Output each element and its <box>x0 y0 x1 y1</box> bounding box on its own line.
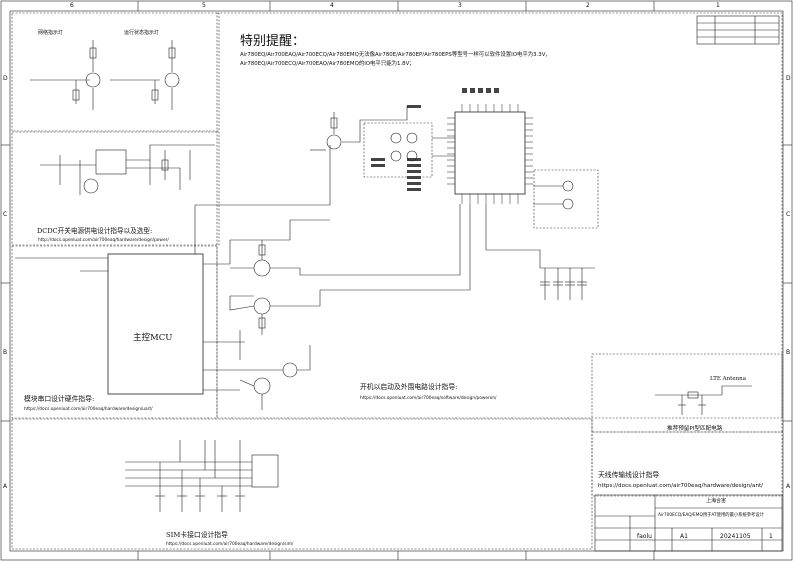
row-label: B <box>786 349 791 356</box>
title-company: 上海合宙 <box>706 498 727 504</box>
title-size: A1 <box>680 533 688 540</box>
module-chip <box>454 111 526 195</box>
title-block <box>594 494 783 552</box>
power-url: https://docs.openluat.com/air700eaq/soft… <box>360 396 497 401</box>
antenna-section-box <box>591 353 783 433</box>
column-label: 5 <box>202 2 206 9</box>
row-label: B <box>3 349 8 356</box>
title-author: faolu <box>637 533 652 540</box>
status-led-label: 运行状态指示灯 <box>124 30 160 36</box>
sim-url: https://docs.openluat.com/air700eaq/hard… <box>166 542 294 547</box>
lte-antenna-label: LTE Antenna <box>710 376 746 382</box>
row-label: A <box>3 483 8 490</box>
mcu-label: 主控MCU <box>133 333 173 343</box>
usb-subbox <box>363 122 433 178</box>
column-label: 3 <box>458 2 462 9</box>
dcdc-section-box <box>11 131 220 246</box>
sim-section-box <box>11 418 593 550</box>
antenna-url: https://docs.openluat.com/air700eaq/hard… <box>598 483 764 489</box>
dcdc-url: http://docs.openluat.com/air700eaq/hardw… <box>38 238 169 243</box>
inner-frame <box>9 10 784 552</box>
column-label: 1 <box>716 2 720 9</box>
sim-title: SIM卡接口设计指导 <box>166 531 228 539</box>
led-section-box <box>11 12 220 132</box>
row-label: A <box>786 483 791 490</box>
power-title: 开机以启动及外围电路设计指导: <box>360 383 458 391</box>
title-description: Air700ECQ/EAQ/EMQ用于AT使用的最小系统参考设计 <box>658 513 764 518</box>
uart-url: https://docs.openluat.com/air700eaq/hard… <box>24 407 153 412</box>
row-label: D <box>786 75 791 82</box>
module-section-box <box>216 12 783 419</box>
title-sheet: 1 <box>769 533 773 540</box>
notice-title: 特别提醒： <box>240 34 306 49</box>
column-label: 6 <box>70 2 74 9</box>
row-label: C <box>3 211 8 218</box>
antenna-guide-box <box>591 431 783 497</box>
mcu-block <box>107 253 204 395</box>
uart-title: 模块串口设计硬件指导: <box>24 395 95 403</box>
antenna-title: 天线传输线设计指导 <box>598 471 660 479</box>
row-label: C <box>786 211 791 218</box>
row-label: D <box>3 75 8 82</box>
notice-line-2: Air780EQ/Air700ECQ/Air700EAQ/Air780EMQ的I… <box>240 61 415 67</box>
dcdc-title: DCDC开关电源供电设计指导以及选型: <box>37 227 153 235</box>
column-label: 4 <box>330 2 334 9</box>
pi-match-label: 推荐预留PI型匹配电路 <box>667 426 723 432</box>
network-led-label: 网络指示灯 <box>38 30 64 36</box>
notice-line-1: Air780EQ/Air700EAQ/Air700ECQ/Air780EMQ无法… <box>240 52 551 58</box>
title-date: 20241105 <box>720 533 751 540</box>
keypad-subbox <box>533 169 599 229</box>
uart-section-box <box>11 245 218 419</box>
column-label: 2 <box>586 2 590 9</box>
